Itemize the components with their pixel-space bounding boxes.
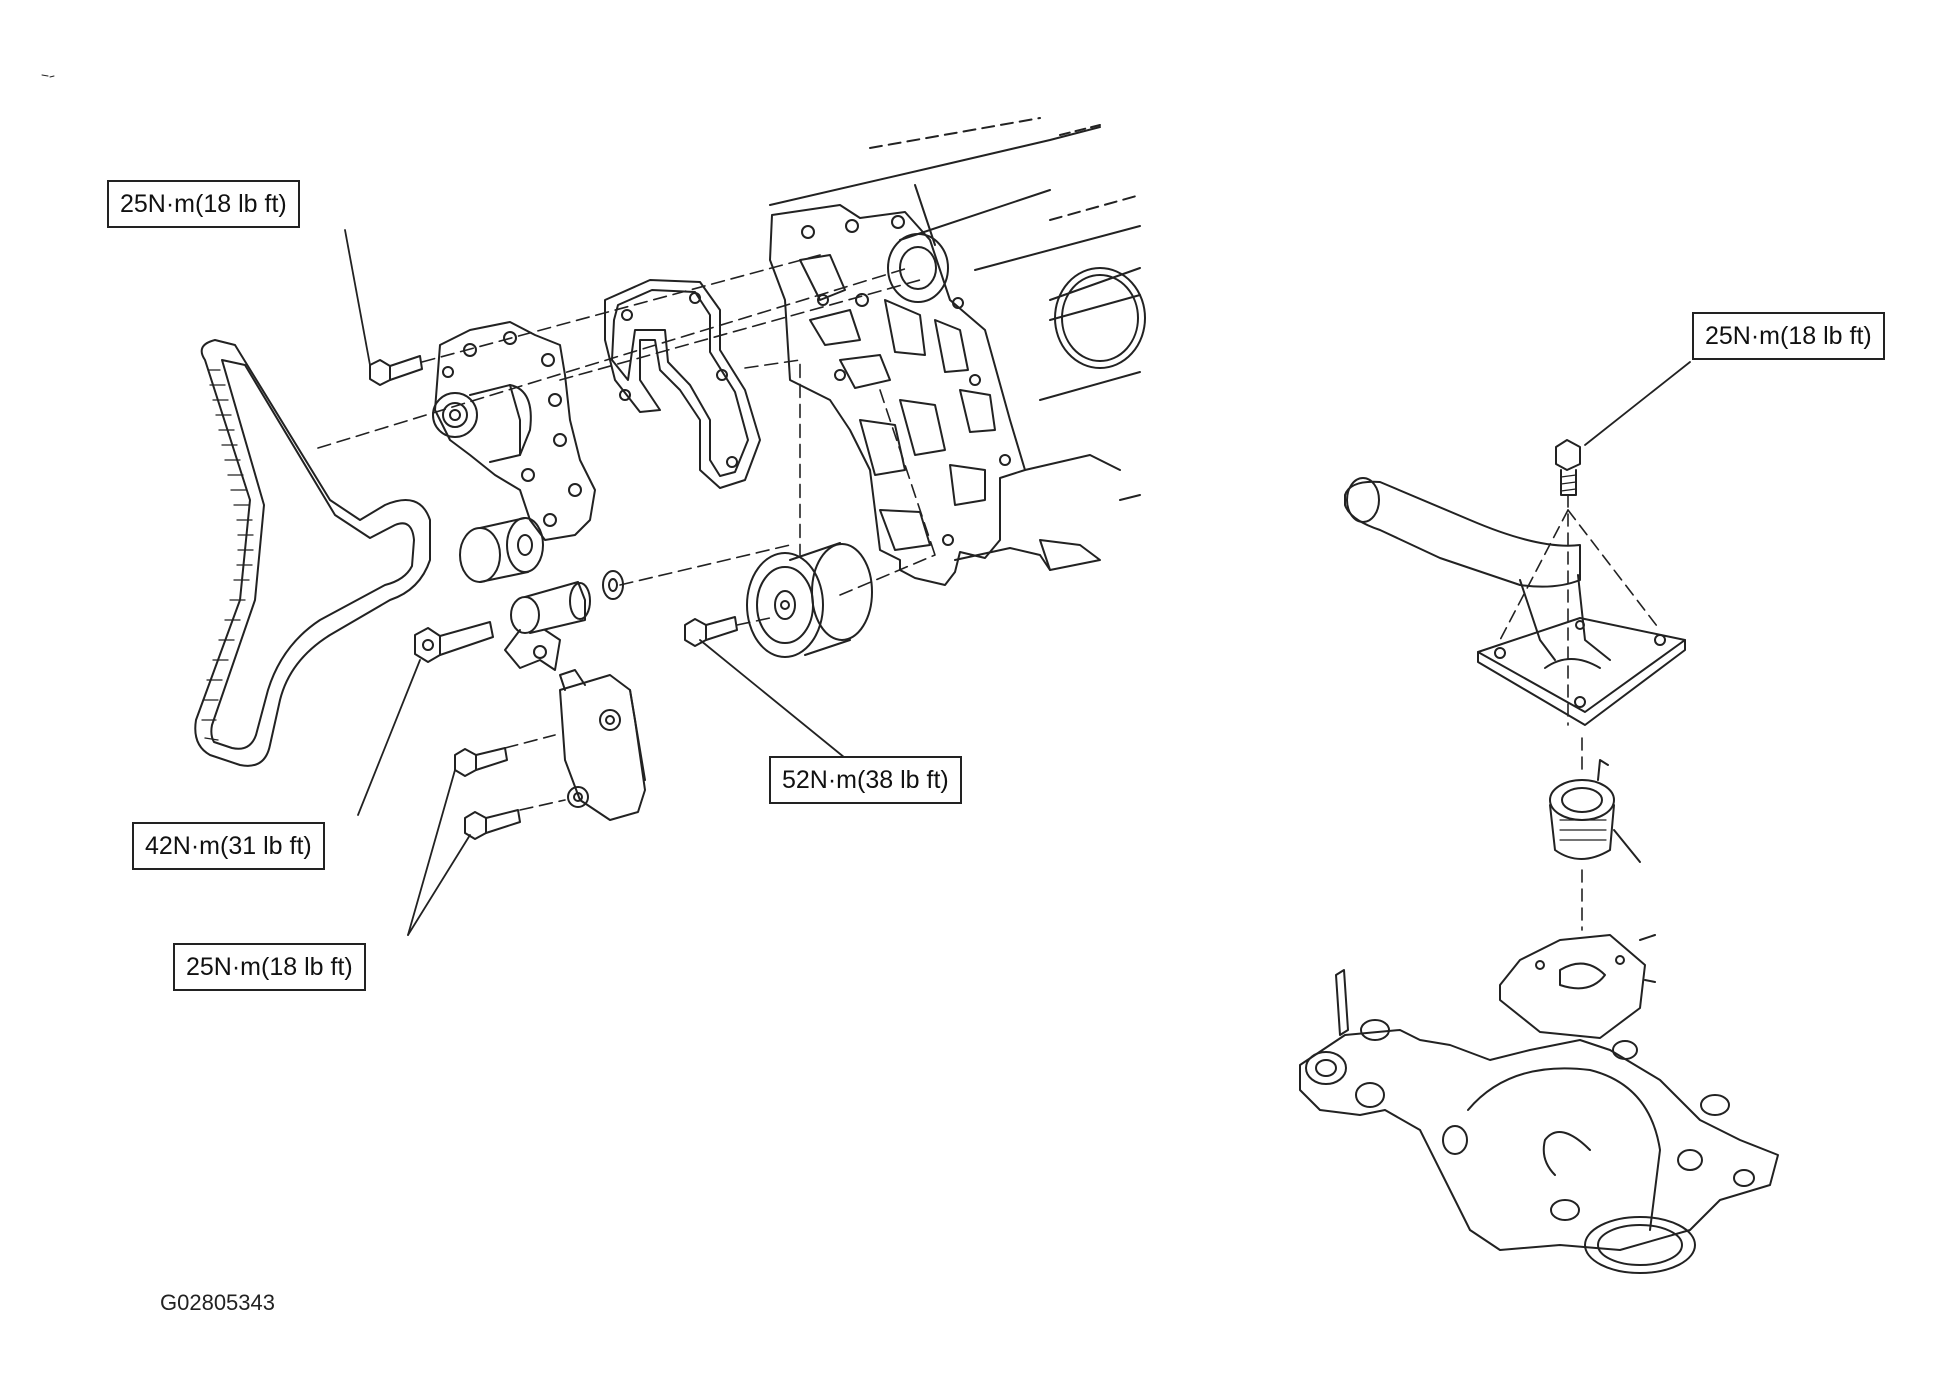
torque-callout-water-pump-bolt: 25N·m(18 lb ft) — [107, 180, 300, 228]
figure-id: G02805343 — [160, 1290, 275, 1315]
water-inlet-housing — [1299, 969, 1779, 1274]
tensioner-bolt-upper — [454, 747, 508, 777]
idler-pulley-bolt — [684, 616, 738, 647]
tensioner-pulley-bolt — [414, 621, 494, 663]
tensioner-bolt-lower — [464, 809, 521, 840]
assembly-lines-right — [1499, 494, 1661, 931]
torque-callout-idler-pulley-bolt: 52N·m(38 lb ft) — [769, 756, 962, 804]
water-pump-bolt — [369, 355, 423, 386]
thermostat-seal — [1499, 934, 1656, 1039]
idler-pulley — [746, 542, 873, 658]
tensioner-pulley — [459, 517, 624, 671]
scan-mark — [41, 74, 55, 78]
auto-tensioner — [559, 669, 646, 821]
torque-callout-thermostat-housing-bolt: 25N·m(18 lb ft) — [1692, 312, 1885, 360]
torque-callout-tensioner-bolts: 25N·m(18 lb ft) — [173, 943, 366, 991]
thermostat-housing-bolt — [1555, 439, 1581, 496]
torque-callout-tensioner-pulley-bolt: 42N·m(31 lb ft) — [132, 822, 325, 870]
engine-block — [769, 117, 1146, 586]
timing-belt — [194, 339, 431, 767]
water-pump-gasket — [604, 279, 761, 489]
leader-lines-left — [344, 229, 851, 936]
thermostat — [1549, 759, 1641, 863]
water-pump — [432, 321, 596, 541]
assembly-lines-left — [317, 254, 936, 811]
thermostat-housing — [1344, 477, 1686, 726]
leader-lines-right — [1584, 361, 1691, 446]
